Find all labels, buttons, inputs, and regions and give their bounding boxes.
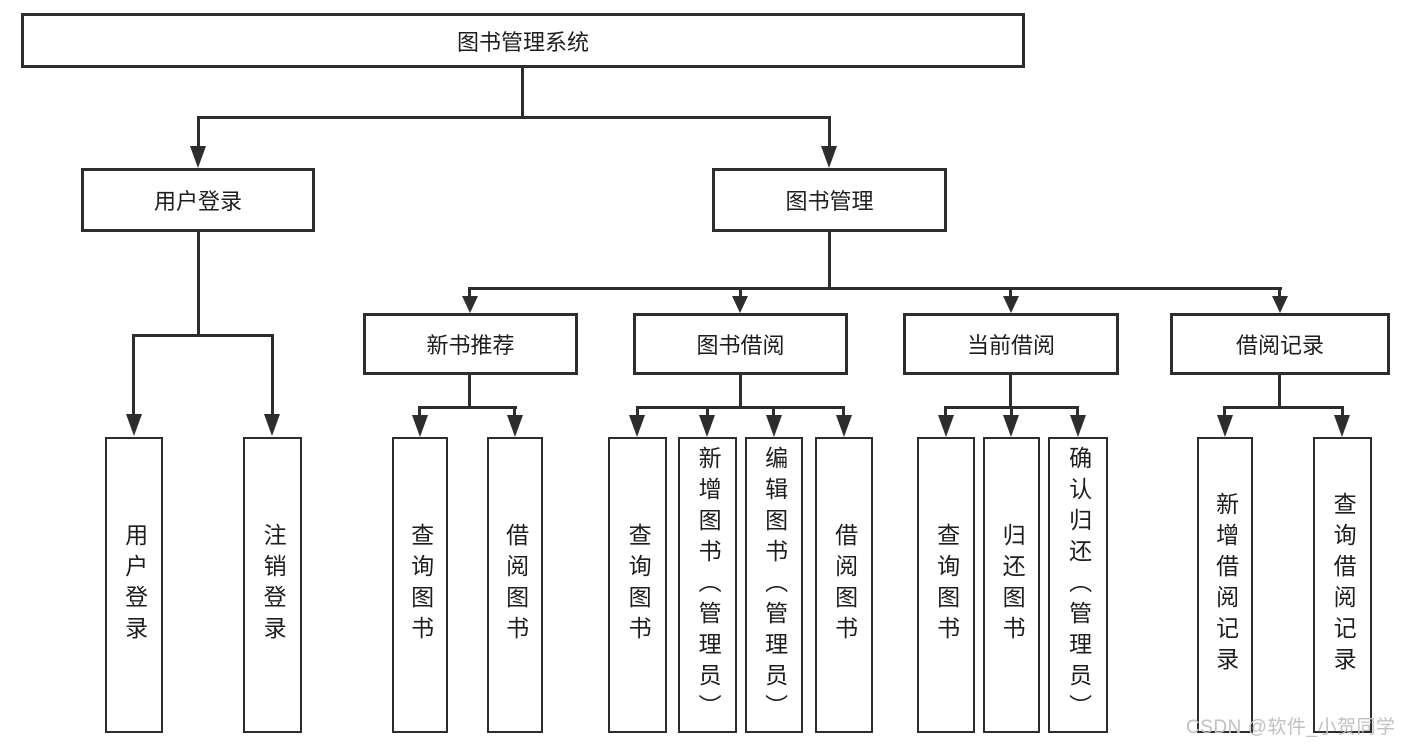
connector-line [1223, 406, 1226, 416]
leaf-label: 查询图书 [407, 523, 434, 647]
node-label: 当前借阅 [966, 333, 1055, 358]
connector-line [197, 116, 831, 119]
leaf-label: 查询借阅记录 [1330, 492, 1357, 678]
connector-line [197, 116, 200, 148]
connector-line [513, 406, 516, 416]
node-borrow-record: 借阅记录 [1170, 313, 1390, 375]
leaf-confirm-return-admin: 确认归还（管理员） [1048, 437, 1108, 733]
leaf-label: 新增借阅记录 [1212, 492, 1239, 678]
connector-line [944, 406, 947, 416]
connector-line [1223, 406, 1344, 409]
leaf-label: 查询图书 [933, 523, 960, 647]
node-label: 用户登录 [153, 189, 242, 214]
connector-line [828, 232, 831, 290]
arrowhead-down-icon [1003, 415, 1019, 437]
arrowhead-down-icon [1070, 415, 1086, 437]
arrowhead-down-icon [1334, 415, 1350, 437]
node-label: 图书管理系统 [456, 29, 589, 55]
connector-line [636, 406, 845, 409]
arrowhead-down-icon [699, 415, 715, 437]
arrowhead-down-icon [1217, 415, 1233, 437]
connector-line [842, 406, 845, 416]
leaf-label: 归还图书 [999, 523, 1026, 647]
arrowhead-down-icon [821, 146, 837, 168]
connector-line [271, 334, 274, 415]
leaf-query-books-borrow: 查询图书 [608, 437, 667, 733]
leaf-label: 借阅图书 [502, 523, 529, 647]
node-label: 新书推荐 [426, 333, 515, 358]
arrowhead-down-icon [836, 415, 852, 437]
leaf-label: 用户登录 [121, 523, 148, 647]
connector-line [636, 406, 639, 416]
node-user-login: 用户登录 [81, 168, 315, 232]
connector-line [1009, 375, 1012, 408]
node-new-book-recommend: 新书推荐 [363, 313, 578, 375]
node-book-borrow: 图书借阅 [633, 313, 848, 375]
arrowhead-down-icon [190, 146, 206, 168]
connector-line [468, 287, 471, 297]
connector-line [1341, 406, 1344, 416]
leaf-return-books: 归还图书 [983, 437, 1040, 733]
connector-line [828, 116, 831, 148]
connector-line [521, 68, 524, 118]
arrowhead-down-icon [1003, 296, 1019, 313]
connector-line [418, 406, 517, 409]
connector-line [132, 334, 274, 337]
connector-line [772, 406, 775, 416]
arrowhead-down-icon [732, 296, 748, 313]
leaf-add-books-admin: 新增图书（管理员） [678, 437, 737, 733]
leaf-borrow-books: 借阅图书 [815, 437, 873, 733]
arrowhead-down-icon [462, 296, 478, 313]
leaf-query-books-recommend: 查询图书 [392, 437, 448, 733]
node-current-borrow: 当前借阅 [903, 313, 1119, 375]
leaf-borrow-books-recommend: 借阅图书 [487, 437, 543, 733]
connector-line [418, 406, 421, 416]
leaf-query-books-current: 查询图书 [917, 437, 975, 733]
node-library-management-system: 图书管理系统 [21, 13, 1025, 68]
arrowhead-down-icon [629, 415, 645, 437]
csdn-watermark: CSDN @软件_小贺同学 [1186, 717, 1396, 738]
arrowhead-down-icon [264, 414, 280, 436]
connector-line [1076, 406, 1079, 416]
connector-line [1278, 287, 1281, 297]
node-book-management: 图书管理 [712, 168, 947, 232]
connector-line [1009, 287, 1012, 297]
connector-line [468, 375, 471, 408]
leaf-query-borrow-record: 查询借阅记录 [1313, 437, 1372, 733]
connector-line [468, 287, 1282, 290]
leaf-label: 借阅图书 [831, 523, 858, 647]
node-label: 图书借阅 [696, 333, 785, 358]
leaf-label: 新增图书（管理员） [695, 445, 722, 725]
leaf-edit-books-admin: 编辑图书（管理员） [745, 437, 803, 733]
connector-line [1278, 375, 1281, 408]
arrowhead-down-icon [126, 414, 142, 436]
leaf-label: 编辑图书（管理员） [761, 445, 788, 725]
leaf-label: 确认归还（管理员） [1065, 445, 1092, 725]
connector-line [739, 375, 742, 408]
connector-line [1010, 406, 1013, 416]
leaf-label: 查询图书 [625, 523, 652, 647]
leaf-logout: 注销登录 [243, 437, 302, 733]
arrowhead-down-icon [938, 415, 954, 437]
arrowhead-down-icon [766, 415, 782, 437]
arrowhead-down-icon [507, 415, 523, 437]
arrowhead-down-icon [412, 415, 428, 437]
connector-line [197, 232, 200, 336]
arrowhead-down-icon [1272, 296, 1288, 313]
connector-line [132, 334, 135, 415]
connector-line [706, 406, 709, 416]
node-label: 借阅记录 [1235, 333, 1324, 358]
connector-line [739, 287, 742, 297]
leaf-label: 注销登录 [260, 523, 287, 647]
node-label: 图书管理 [785, 189, 874, 214]
leaf-user-login: 用户登录 [105, 437, 163, 733]
leaf-add-borrow-record: 新增借阅记录 [1197, 437, 1253, 733]
